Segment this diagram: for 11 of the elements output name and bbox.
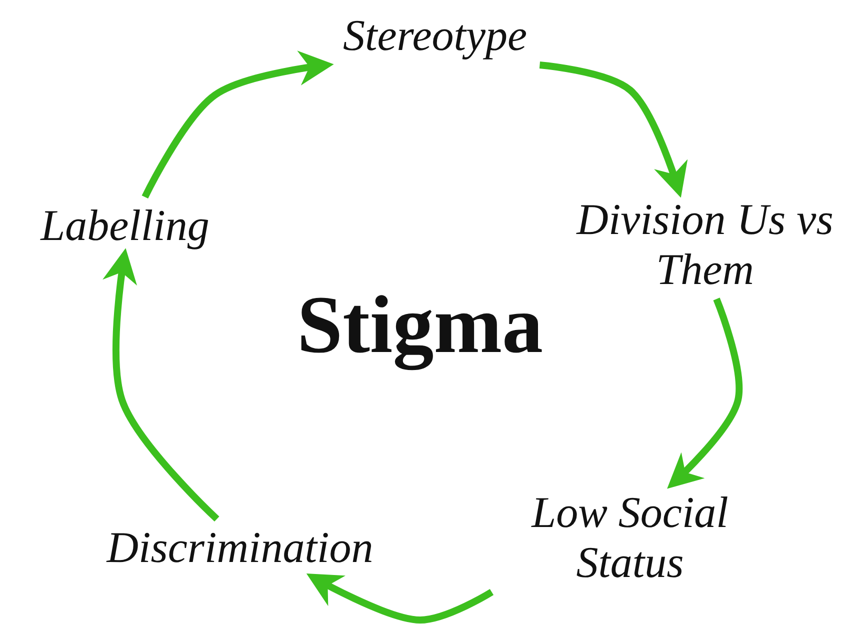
cycle-stage: Discrimination: [75, 523, 405, 573]
cycle-stage: Division Us vs Them: [570, 195, 840, 295]
cycle-arrow: [102, 248, 220, 522]
cycle-stage: Stereotype: [315, 11, 555, 61]
cycle-arrow: [142, 50, 334, 199]
cycle-arrow: [306, 574, 494, 624]
center-title: Stigma: [297, 278, 543, 372]
cycle-arrow: [667, 298, 743, 489]
cycle-arrow: [539, 62, 688, 198]
cycle-stage: Low Social Status: [495, 488, 765, 588]
cycle-stage: Labelling: [10, 201, 240, 251]
